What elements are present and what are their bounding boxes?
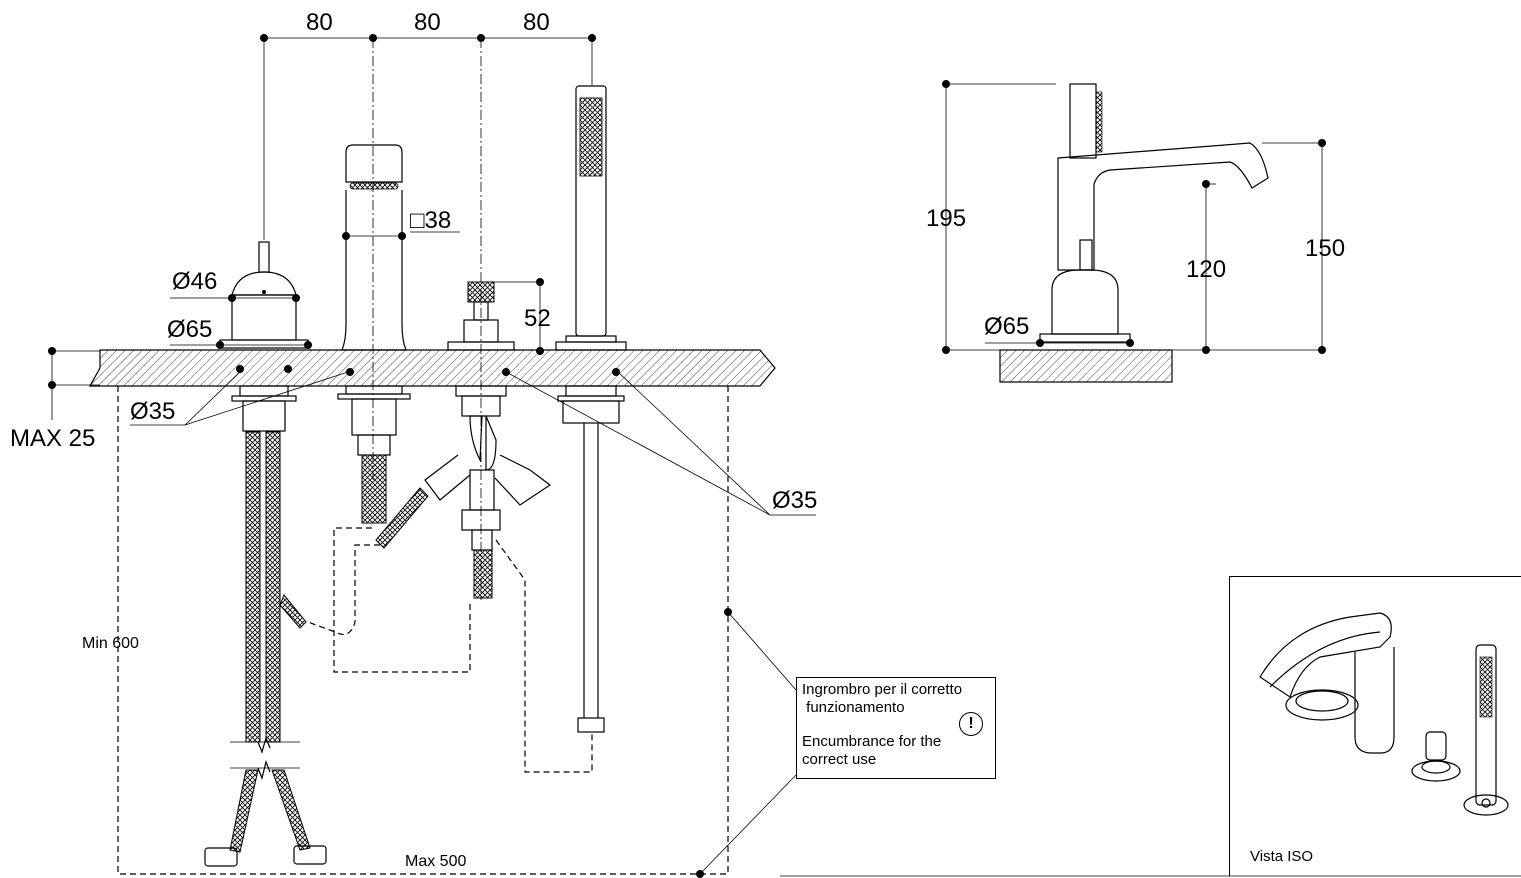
- dimension-dia-35-left: Ø35: [130, 398, 175, 425]
- iso-drawing: [1259, 612, 1509, 816]
- dimension-square-38: □38: [410, 207, 451, 234]
- note-en-line-1: Encumbrance for the: [802, 733, 942, 750]
- dimension-80-2: 80: [414, 9, 441, 36]
- dimension-195: 195: [926, 205, 966, 232]
- diverter: [375, 278, 552, 599]
- dimension-max-500: Max 500: [405, 853, 466, 870]
- dimension-dia-46: Ø46: [172, 268, 217, 295]
- dimension-150: 150: [1305, 235, 1345, 262]
- front-view: 80 80 80 □38 Ø46 Ø65 Ø35 Ø35 52 MAX 25 M…: [10, 9, 817, 878]
- warning-icon: !: [959, 712, 983, 736]
- dimension-dia-35-right: Ø35: [772, 487, 817, 514]
- note-en-line-2: correct use: [802, 751, 877, 768]
- dimension-min-600: Min 600: [82, 635, 139, 652]
- mixer-valve: [170, 241, 327, 867]
- deck-slab: [88, 349, 776, 387]
- iso-view-panel: Vista ISO: [1229, 576, 1521, 876]
- spout: [337, 144, 411, 524]
- note-it-line-1: Ingrombro per il corretto: [802, 681, 963, 698]
- side-dimension-dia-65: Ø65: [984, 313, 1029, 340]
- dimension-dia-65: Ø65: [167, 316, 212, 343]
- dimension-max-25: MAX 25: [10, 425, 95, 452]
- dimension-120: 120: [1186, 256, 1226, 283]
- dimension-52: 52: [524, 305, 551, 332]
- note-it-line-2: funzionamento: [802, 699, 905, 716]
- side-view: 195 150 120 Ø65: [926, 80, 1345, 383]
- dimension-80-3: 80: [523, 9, 550, 36]
- dimension-80-1: 80: [306, 9, 333, 36]
- hand-shower: [555, 85, 627, 733]
- iso-view-label: Vista ISO: [1250, 848, 1314, 865]
